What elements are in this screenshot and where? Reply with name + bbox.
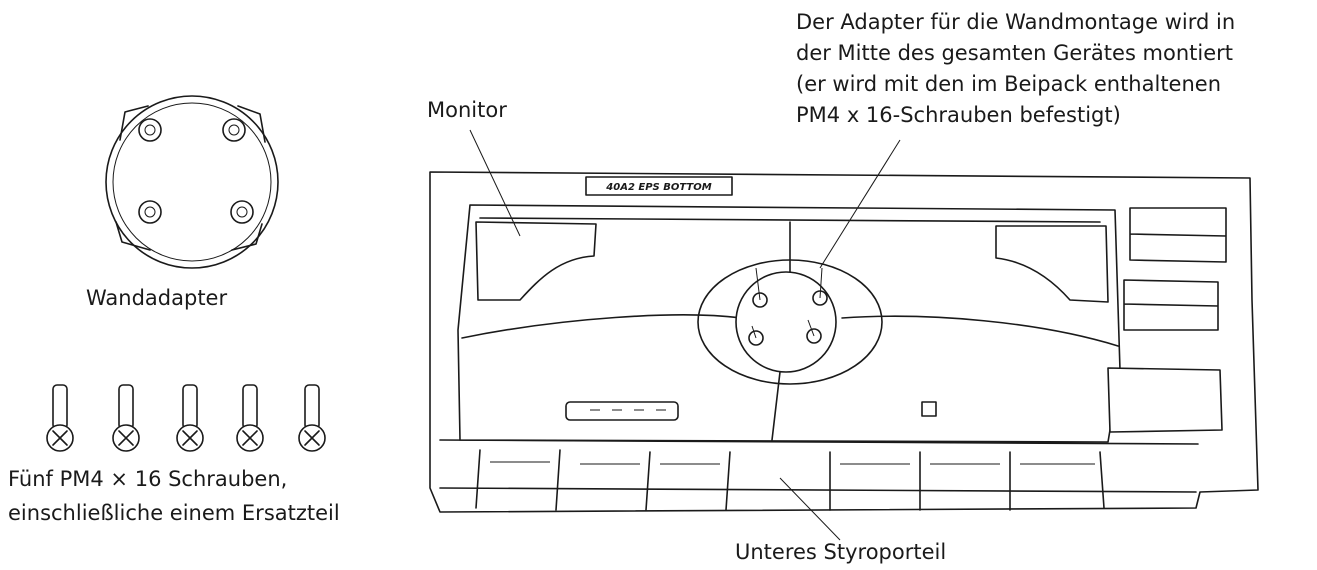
- monitor-label: Monitor: [427, 98, 507, 122]
- adapter-note-line: Der Adapter für die Wandmontage wird in: [796, 10, 1236, 34]
- bottom-foam-label: Unteres Styroporteil: [735, 540, 947, 564]
- adapter-note-line: (er wird mit den im Beipack enthaltenen: [796, 72, 1222, 96]
- screw-icon: [298, 384, 326, 452]
- wall-adapter-label: Wandadapter: [86, 286, 228, 310]
- adapter-note-line: PM4 x 16-Schrauben befestigt): [796, 103, 1121, 127]
- screws-label-line1: Fünf PM4 × 16 Schrauben,: [8, 467, 288, 491]
- monitor-in-foam-illustration: [429, 171, 1259, 513]
- screw-icon: [112, 384, 140, 452]
- wall-adapter-illustration: [105, 95, 279, 269]
- screws-label-line2: einschließliche einem Ersatzteil: [8, 501, 340, 525]
- screws-illustration: [46, 384, 326, 452]
- foam-stamp-label: 40A2 EPS BOTTOM: [605, 182, 711, 193]
- screw-icon: [236, 384, 264, 452]
- leader-lines: [469, 129, 901, 541]
- adapter-note-line: der Mitte des gesamten Gerätes montiert: [796, 41, 1234, 65]
- adapter-note: Der Adapter für die Wandmontage wird in …: [796, 7, 1235, 131]
- screw-icon: [46, 384, 74, 452]
- screw-icon: [176, 384, 204, 452]
